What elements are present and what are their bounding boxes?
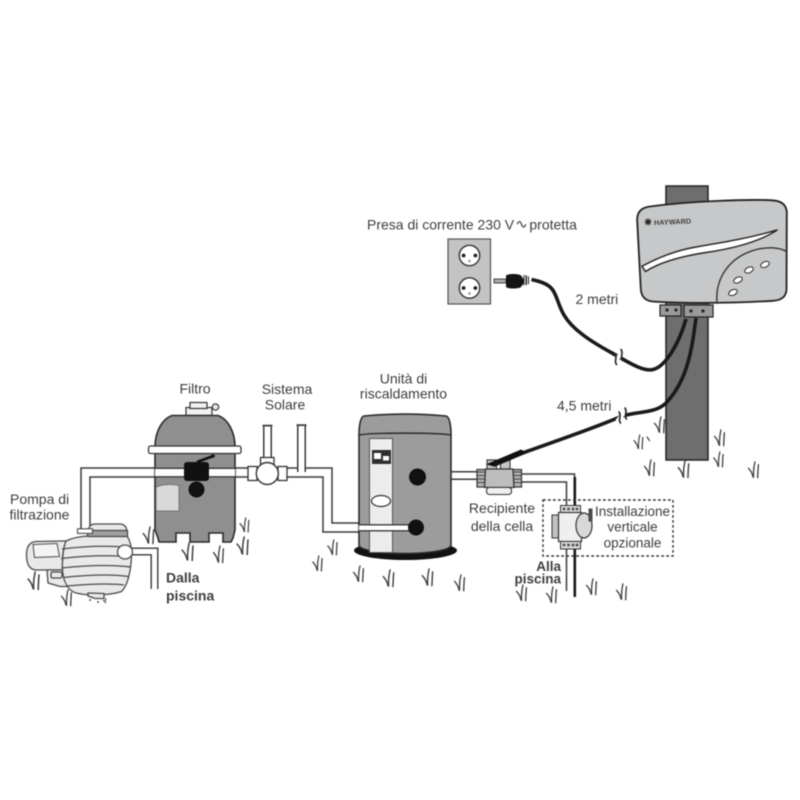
svg-text:Dalla: Dalla <box>166 569 200 585</box>
svg-text:HAYWARD: HAYWARD <box>654 217 692 228</box>
svg-text:protetta: protetta <box>529 217 577 233</box>
svg-text:2 metri: 2 metri <box>576 291 619 307</box>
svg-text:Installazione: Installazione <box>595 504 670 519</box>
svg-text:verticale: verticale <box>607 520 657 535</box>
svg-text:Recipiente: Recipiente <box>469 500 535 516</box>
svg-text:riscaldamento: riscaldamento <box>360 385 447 401</box>
svg-text:4,5 metri: 4,5 metri <box>557 398 611 414</box>
svg-text:Filtro: Filtro <box>179 381 210 397</box>
svg-text:Unità di: Unità di <box>380 371 427 387</box>
svg-text:Alla: Alla <box>536 559 561 574</box>
svg-text:piscina: piscina <box>166 587 214 603</box>
svg-text:Solare: Solare <box>265 396 306 412</box>
svg-text:Pompa di: Pompa di <box>10 491 69 507</box>
svg-text:Sistema: Sistema <box>262 381 313 397</box>
svg-text:Presa di corrente 230 V: Presa di corrente 230 V <box>367 217 515 233</box>
svg-text:della cella: della cella <box>471 518 533 534</box>
svg-text:filtrazione: filtrazione <box>10 507 70 523</box>
svg-text:piscina: piscina <box>514 572 561 587</box>
svg-text:opzionale: opzionale <box>604 536 662 551</box>
